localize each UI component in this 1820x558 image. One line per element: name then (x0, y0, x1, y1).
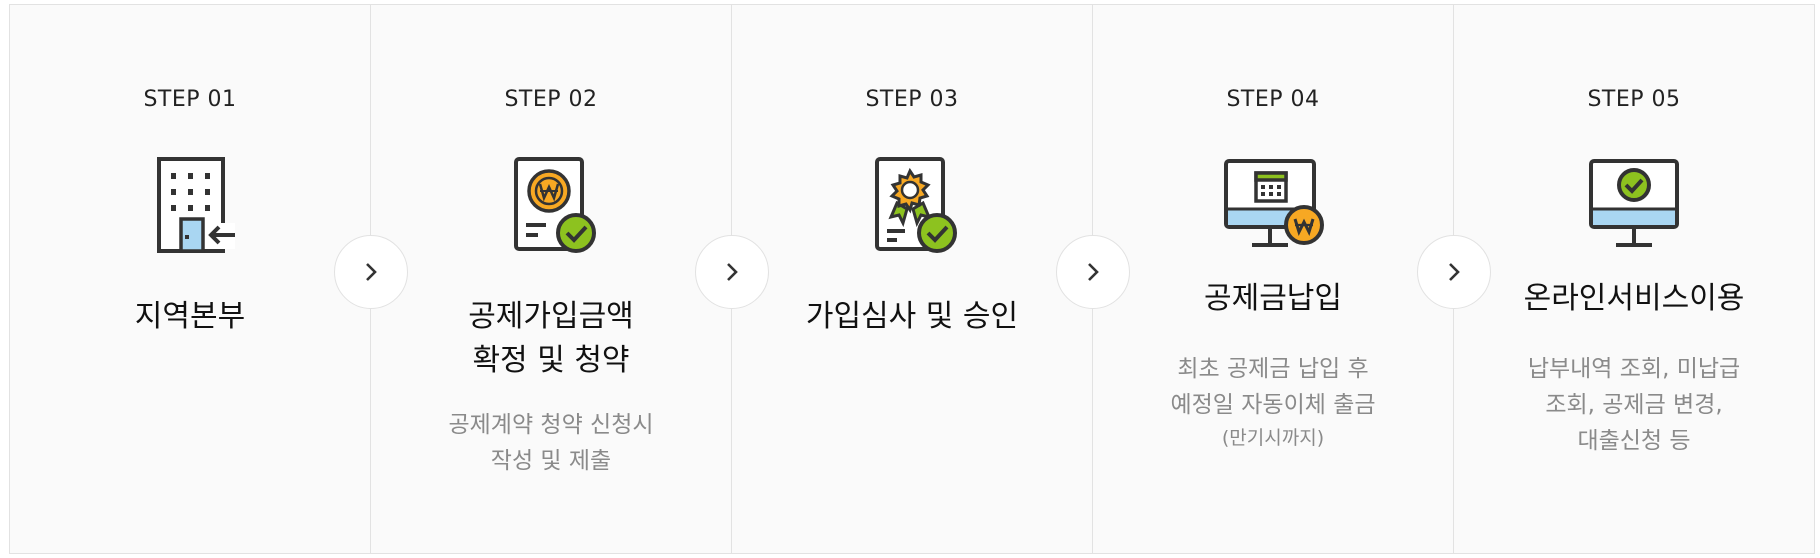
step-note: (만기시까지) (1221, 427, 1325, 449)
step-title-line: 가입심사 및 승인 (805, 299, 1019, 334)
step-label: STEP 01 (143, 87, 237, 112)
monitor-calendar-payment-icon (1218, 153, 1328, 263)
step-desc-line: 납부내역 조회, 미납급 (1527, 356, 1741, 382)
chevron-right-icon (1088, 263, 1099, 281)
step-desc-line: 최초 공제금 납입 후 (1177, 356, 1369, 382)
chevron-right-icon (366, 263, 377, 281)
step-label: STEP 03 (865, 87, 959, 112)
chevron-right-icon (1449, 263, 1460, 281)
next-step-arrow (1417, 235, 1491, 309)
process-steps: STEP 01 지역본부 (9, 4, 1815, 554)
step-title-line: 지역본부 (134, 299, 246, 334)
contract-won-check-icon (496, 153, 606, 263)
step-2: STEP 02 공제가입금액 확정 및 청약 공제계약 청약 신청시 작성 및 … (371, 5, 769, 553)
step-title: 공제금납입 (1093, 277, 1453, 321)
step-1: STEP 01 지역본부 (10, 5, 408, 553)
next-step-arrow (1056, 235, 1130, 309)
step-label: STEP 04 (1226, 87, 1320, 112)
step-desc-line: 공제계약 청약 신청시 (448, 412, 654, 438)
step-desc-line: 대출신청 등 (1577, 428, 1691, 454)
building-entrance-icon (135, 153, 245, 263)
next-step-arrow (695, 235, 769, 309)
step-label: STEP 05 (1587, 87, 1681, 112)
step-3: STEP 03 가입심사 및 승인 (732, 5, 1130, 553)
step-title: 가입심사 및 승인 (732, 295, 1092, 339)
certificate-approval-icon (857, 153, 967, 263)
step-title: 온라인서비스이용 (1454, 277, 1814, 321)
step-4: STEP 04 공제금납입 최초 공제 (1093, 5, 1491, 553)
step-description: 납부내역 조회, 미납급 조회, 공제금 변경, 대출신청 등 (1454, 351, 1814, 459)
step-label: STEP 02 (504, 87, 598, 112)
step-title-line: 확정 및 청약 (472, 343, 630, 378)
step-title: 지역본부 (10, 295, 370, 339)
step-description: 공제계약 청약 신청시 작성 및 제출 (371, 407, 731, 479)
next-step-arrow (334, 235, 408, 309)
step-title-line: 공제금납입 (1204, 281, 1342, 316)
step-title-line: 온라인서비스이용 (1523, 281, 1745, 316)
step-desc-line: 예정일 자동이체 출금 (1170, 392, 1376, 418)
step-title-line: 공제가입금액 (468, 299, 634, 334)
step-description: 최초 공제금 납입 후 예정일 자동이체 출금 (만기시까지) (1093, 351, 1453, 453)
step-title: 공제가입금액 확정 및 청약 (371, 295, 731, 383)
monitor-check-icon (1579, 153, 1689, 263)
step-desc-line: 작성 및 제출 (490, 448, 612, 474)
step-5: STEP 05 온라인서비스이용 납부내역 조회, 미납급 조회, 공제금 변경… (1454, 5, 1814, 553)
chevron-right-icon (727, 263, 738, 281)
step-desc-line: 조회, 공제금 변경, (1545, 392, 1723, 418)
